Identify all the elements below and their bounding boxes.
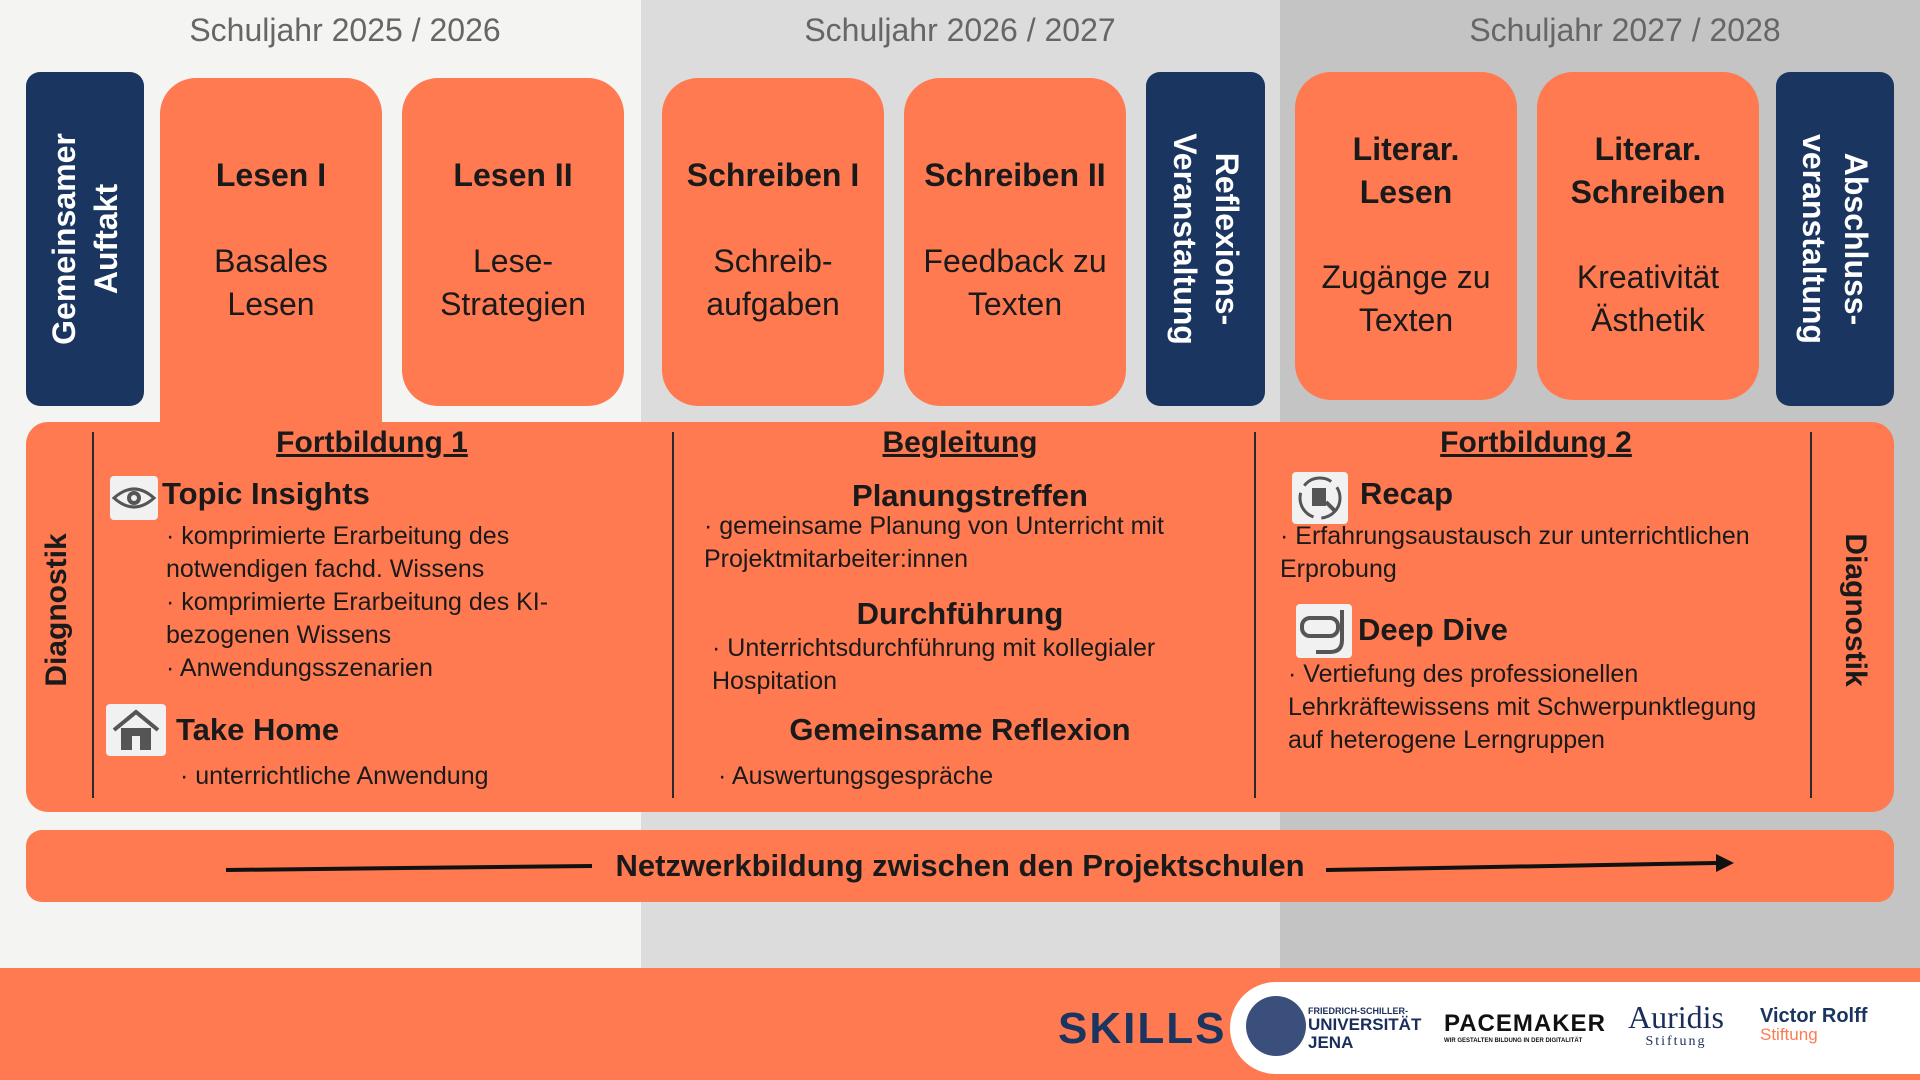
pacemaker-tagline: WIR GESTALTEN BILDUNG IN DER DIGITALITÄT bbox=[1444, 1038, 1583, 1044]
module-card-literar-schreiben: Literar. Schreiben Kreativität Ästhetik bbox=[1537, 72, 1759, 400]
module-card-lesen-1: Lesen I Basales Lesen bbox=[160, 78, 382, 438]
module-subtitle: Basales Lesen bbox=[214, 243, 328, 322]
divider-line bbox=[672, 432, 674, 798]
begleitung-heading: Begleitung bbox=[882, 426, 1038, 459]
module-card-schreiben-1: Schreiben I Schreib- aufgaben bbox=[662, 78, 884, 406]
reflexion-bullet: · Auswertungsgespräche bbox=[718, 762, 994, 790]
recap-bullet: · Erfahrungsaustausch zur unterrichtlich… bbox=[1280, 522, 1750, 583]
network-bar: Netzwerkbildung zwischen den Projektschu… bbox=[26, 830, 1894, 902]
program-band bbox=[26, 422, 1894, 812]
year-label-2026: Schuljahr 2026 / 2027 bbox=[804, 12, 1116, 48]
auridis-sub: Stiftung bbox=[1645, 1034, 1707, 1049]
uni-jena-big1: UNIVERSITÄT bbox=[1308, 1015, 1422, 1034]
durchfuehrung-bullet: · Unterrichtsdurchführung mit kollegiale… bbox=[712, 634, 1156, 695]
planungstreffen-bullet: · gemeinsame Planung von Unterricht mit … bbox=[704, 512, 1164, 573]
year-label-2025: Schuljahr 2025 / 2026 bbox=[189, 12, 501, 48]
durchfuehrung-title: Durchführung bbox=[856, 596, 1064, 631]
auridis-name: Auridis bbox=[1628, 999, 1724, 1035]
reflexion-box: Reflexions- Veranstaltung bbox=[1146, 72, 1265, 406]
uni-jena-small: FRIEDRICH-SCHILLER- bbox=[1308, 1006, 1408, 1016]
topic-insights-bullets: · komprimierte Erarbeitung des notwendig… bbox=[166, 522, 549, 682]
module-title: Schreiben II bbox=[924, 157, 1106, 193]
planungstreffen-title: Planungstreffen bbox=[852, 478, 1088, 513]
skills-logo: SKILLS bbox=[1058, 1004, 1227, 1053]
module-subtitle: Lese- Strategien bbox=[440, 243, 586, 322]
abschluss-label: Abschluss- veranstaltung bbox=[1796, 134, 1874, 344]
pacemaker-logo: PACEMAKER WIR GESTALTEN BILDUNG IN DER D… bbox=[1444, 1010, 1606, 1044]
module-title: Schreiben I bbox=[686, 157, 860, 193]
auftakt-label: Gemeinsamer Auftakt bbox=[46, 133, 124, 345]
module-title: Lesen II bbox=[453, 157, 573, 193]
uni-jena-big2: JENA bbox=[1308, 1033, 1354, 1052]
take-home-title: Take Home bbox=[176, 712, 340, 747]
pacemaker-name: PACEMAKER bbox=[1444, 1010, 1606, 1037]
module-title: Literar. Lesen bbox=[1352, 131, 1460, 210]
topic-insights-title: Topic Insights bbox=[162, 476, 370, 511]
reflexion-label: Reflexions- Veranstaltung bbox=[1166, 133, 1245, 345]
module-subtitle: Kreativität Ästhetik bbox=[1576, 259, 1720, 338]
network-label: Netzwerkbildung zwischen den Projektschu… bbox=[615, 848, 1305, 883]
divider-line bbox=[1254, 432, 1256, 798]
module-card-literar-lesen: Literar. Lesen Zugänge zu Texten bbox=[1295, 72, 1517, 400]
victor-rolff-logo: Victor Rolff Stiftung bbox=[1760, 1006, 1867, 1044]
year-label-2027: Schuljahr 2027 / 2028 bbox=[1469, 12, 1781, 48]
eye-icon bbox=[110, 476, 158, 520]
network-arrow-icon bbox=[225, 854, 1734, 872]
recap-title: Recap bbox=[1360, 476, 1454, 511]
diagnostik-label-right: Diagnostik bbox=[1839, 533, 1872, 687]
module-subtitle: Schreib- aufgaben bbox=[706, 243, 840, 322]
victor-rolff-name: Victor Rolff bbox=[1760, 1005, 1868, 1027]
victor-rolff-sub: Stiftung bbox=[1760, 1025, 1818, 1044]
divider-line bbox=[1810, 432, 1812, 798]
module-title: Lesen I bbox=[215, 157, 327, 193]
module-title: Literar. Schreiben bbox=[1570, 131, 1726, 210]
house-icon bbox=[106, 704, 166, 756]
snorkel-mask-icon bbox=[1296, 604, 1352, 658]
divider-line bbox=[92, 432, 94, 798]
auftakt-box: Gemeinsamer Auftakt bbox=[26, 72, 144, 406]
deep-dive-title: Deep Dive bbox=[1358, 612, 1508, 647]
abschluss-box: Abschluss- veranstaltung bbox=[1776, 72, 1894, 406]
module-card-lesen-2: Lesen II Lese- Strategien bbox=[402, 78, 624, 406]
gemeinsame-reflexion-title: Gemeinsame Reflexion bbox=[789, 712, 1131, 747]
fortbildung-1-heading: Fortbildung 1 bbox=[276, 426, 468, 459]
module-subtitle: Zugänge zu Texten bbox=[1321, 259, 1491, 338]
partner-logos-panel: FRIEDRICH-SCHILLER- UNIVERSITÄT JENA PAC… bbox=[1230, 982, 1920, 1074]
module-subtitle: Feedback zu Texten bbox=[923, 243, 1107, 322]
recap-icon bbox=[1292, 472, 1348, 524]
take-home-bullet: · unterrichtliche Anwendung bbox=[180, 762, 489, 790]
diagnostik-label-left: Diagnostik bbox=[40, 533, 73, 687]
uni-jena-logo: FRIEDRICH-SCHILLER- UNIVERSITÄT JENA bbox=[1308, 1006, 1421, 1051]
university-seal-icon bbox=[1246, 996, 1306, 1056]
fortbildung-2-heading: Fortbildung 2 bbox=[1440, 426, 1632, 459]
auridis-logo: Auridis Stiftung bbox=[1628, 1000, 1724, 1050]
deep-dive-bullets: · Vertiefung des professionellen Lehrkrä… bbox=[1288, 660, 1757, 754]
module-card-schreiben-2: Schreiben II Feedback zu Texten bbox=[904, 78, 1126, 406]
